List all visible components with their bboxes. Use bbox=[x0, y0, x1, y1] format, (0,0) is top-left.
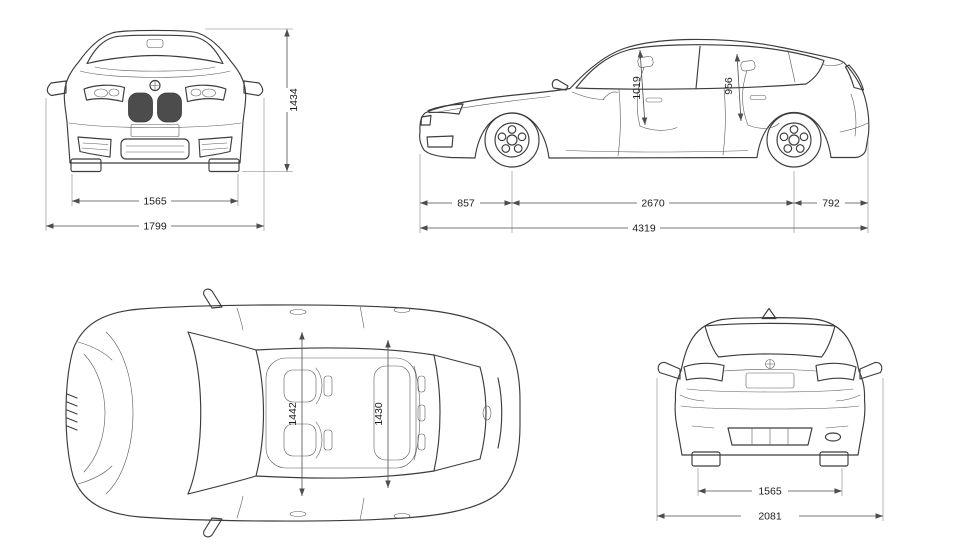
rear-wheel bbox=[766, 112, 822, 168]
door-handles-top bbox=[289, 307, 411, 519]
rear-right-mirror bbox=[859, 361, 883, 380]
taillight-side bbox=[844, 64, 865, 91]
rear-left-mirror bbox=[657, 361, 681, 380]
side-glass bbox=[575, 44, 825, 90]
rear-overhang-label: 792 bbox=[822, 198, 840, 210]
front-width-label: 1799 bbox=[143, 221, 167, 233]
interior-seats bbox=[571, 56, 780, 131]
overall-length-label: 4319 bbox=[632, 223, 656, 235]
b-pillar bbox=[695, 45, 701, 90]
width-incl-mirrors-label: 2081 bbox=[758, 511, 782, 523]
front-lower-intake bbox=[426, 135, 454, 148]
right-air-intake bbox=[198, 136, 233, 158]
rear-dimensions: 1565 2081 bbox=[656, 378, 884, 523]
tailgate-lines bbox=[679, 369, 861, 402]
front-dimensions: 1434 1565 1799 bbox=[45, 28, 300, 233]
license-plate bbox=[130, 124, 180, 137]
quarter-window-line bbox=[787, 50, 796, 83]
rear-seams bbox=[565, 62, 869, 153]
rear-car-drawing bbox=[657, 307, 883, 467]
center-air-intake bbox=[120, 138, 190, 160]
top-interior-seats bbox=[283, 365, 426, 461]
front-wheel bbox=[484, 112, 540, 168]
top-view: 1442 1430 bbox=[65, 288, 521, 538]
rear-interior-width-label: 1430 bbox=[373, 402, 385, 426]
bmw-roundel bbox=[149, 79, 161, 92]
front-grille-side bbox=[420, 114, 432, 126]
antenna-fin-top bbox=[482, 405, 492, 421]
right-headlight bbox=[184, 84, 227, 103]
door-seams bbox=[617, 87, 726, 157]
bumper-line bbox=[68, 122, 242, 128]
left-headlight bbox=[83, 84, 126, 103]
windshield bbox=[86, 34, 224, 65]
front-left-tire bbox=[70, 158, 102, 173]
left-air-intake bbox=[77, 136, 112, 158]
interior-mirror bbox=[146, 39, 164, 48]
front-track-label: 1565 bbox=[143, 196, 167, 208]
rear-door-handle bbox=[749, 95, 767, 100]
top-dimensions: 1442 1430 bbox=[287, 332, 391, 496]
rear-track-label: 1565 bbox=[758, 486, 782, 498]
side-mirror bbox=[551, 78, 569, 91]
right-mirror bbox=[243, 80, 264, 97]
kidney-grille bbox=[128, 92, 182, 123]
roof-opening bbox=[265, 357, 417, 469]
top-right-mirror bbox=[203, 517, 223, 538]
top-car-drawing bbox=[65, 288, 521, 538]
left-mirror bbox=[46, 80, 67, 97]
front-height-label: 1434 bbox=[288, 88, 300, 112]
left-taillight bbox=[683, 362, 725, 382]
rear-left-tire bbox=[691, 451, 721, 467]
side-dimensions: 1019 956 857 2670 792 4319 bbox=[419, 49, 869, 235]
front-car-drawing bbox=[46, 29, 264, 173]
greenhouse-lines bbox=[187, 331, 503, 495]
rear-diffuser bbox=[691, 425, 849, 446]
exhaust-tip bbox=[824, 432, 842, 442]
top-body-outline bbox=[65, 304, 521, 522]
side-car-drawing bbox=[419, 38, 870, 168]
rear-right-tire bbox=[819, 451, 849, 467]
antenna-fin bbox=[761, 307, 777, 320]
side-view: 1019 956 857 2670 792 4319 bbox=[419, 38, 870, 235]
front-grille-hatch bbox=[66, 393, 78, 431]
right-taillight bbox=[815, 362, 857, 382]
front-headroom-label: 1019 bbox=[631, 76, 643, 100]
rear-bumper-line bbox=[680, 405, 860, 410]
front-view: 1434 1565 1799 bbox=[45, 28, 300, 233]
wheelbase-label: 2670 bbox=[641, 198, 665, 210]
rear-roundel bbox=[765, 359, 775, 369]
hood-contours bbox=[77, 331, 134, 495]
rear-headroom-label: 956 bbox=[723, 77, 735, 95]
hood-seam bbox=[437, 96, 551, 113]
rear-window bbox=[704, 322, 836, 358]
front-interior-width-label: 1442 bbox=[287, 402, 299, 426]
top-door-seams bbox=[236, 305, 365, 521]
top-left-mirror bbox=[203, 288, 223, 309]
front-right-tire bbox=[208, 158, 240, 173]
side-headlight bbox=[427, 103, 464, 115]
hood-lines bbox=[79, 66, 231, 78]
front-body-outline bbox=[63, 29, 247, 164]
rear-view: 1565 2081 bbox=[656, 307, 884, 523]
rear-license-plate bbox=[745, 372, 795, 389]
front-door-handle bbox=[645, 97, 663, 103]
front-overhang-label: 857 bbox=[457, 198, 475, 210]
